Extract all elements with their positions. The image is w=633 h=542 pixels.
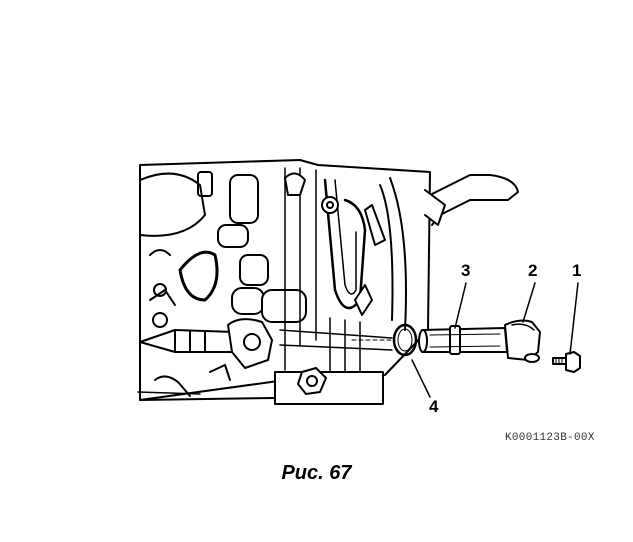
figure-caption: Рис. 67 [281,462,352,484]
o-ring-part [392,323,418,357]
exploded-parts [351,319,581,373]
engine-block [137,159,519,405]
figure-reference-code: K0001123B-00X [505,432,595,444]
callout-4: 4 [429,397,439,416]
cap-part [504,319,541,363]
leader-lines [411,282,579,398]
bolt-part [552,351,581,373]
callout-3: 3 [461,261,471,280]
callout-2: 2 [528,261,538,280]
strainer-part [418,325,508,355]
callout-1: 1 [572,261,582,280]
